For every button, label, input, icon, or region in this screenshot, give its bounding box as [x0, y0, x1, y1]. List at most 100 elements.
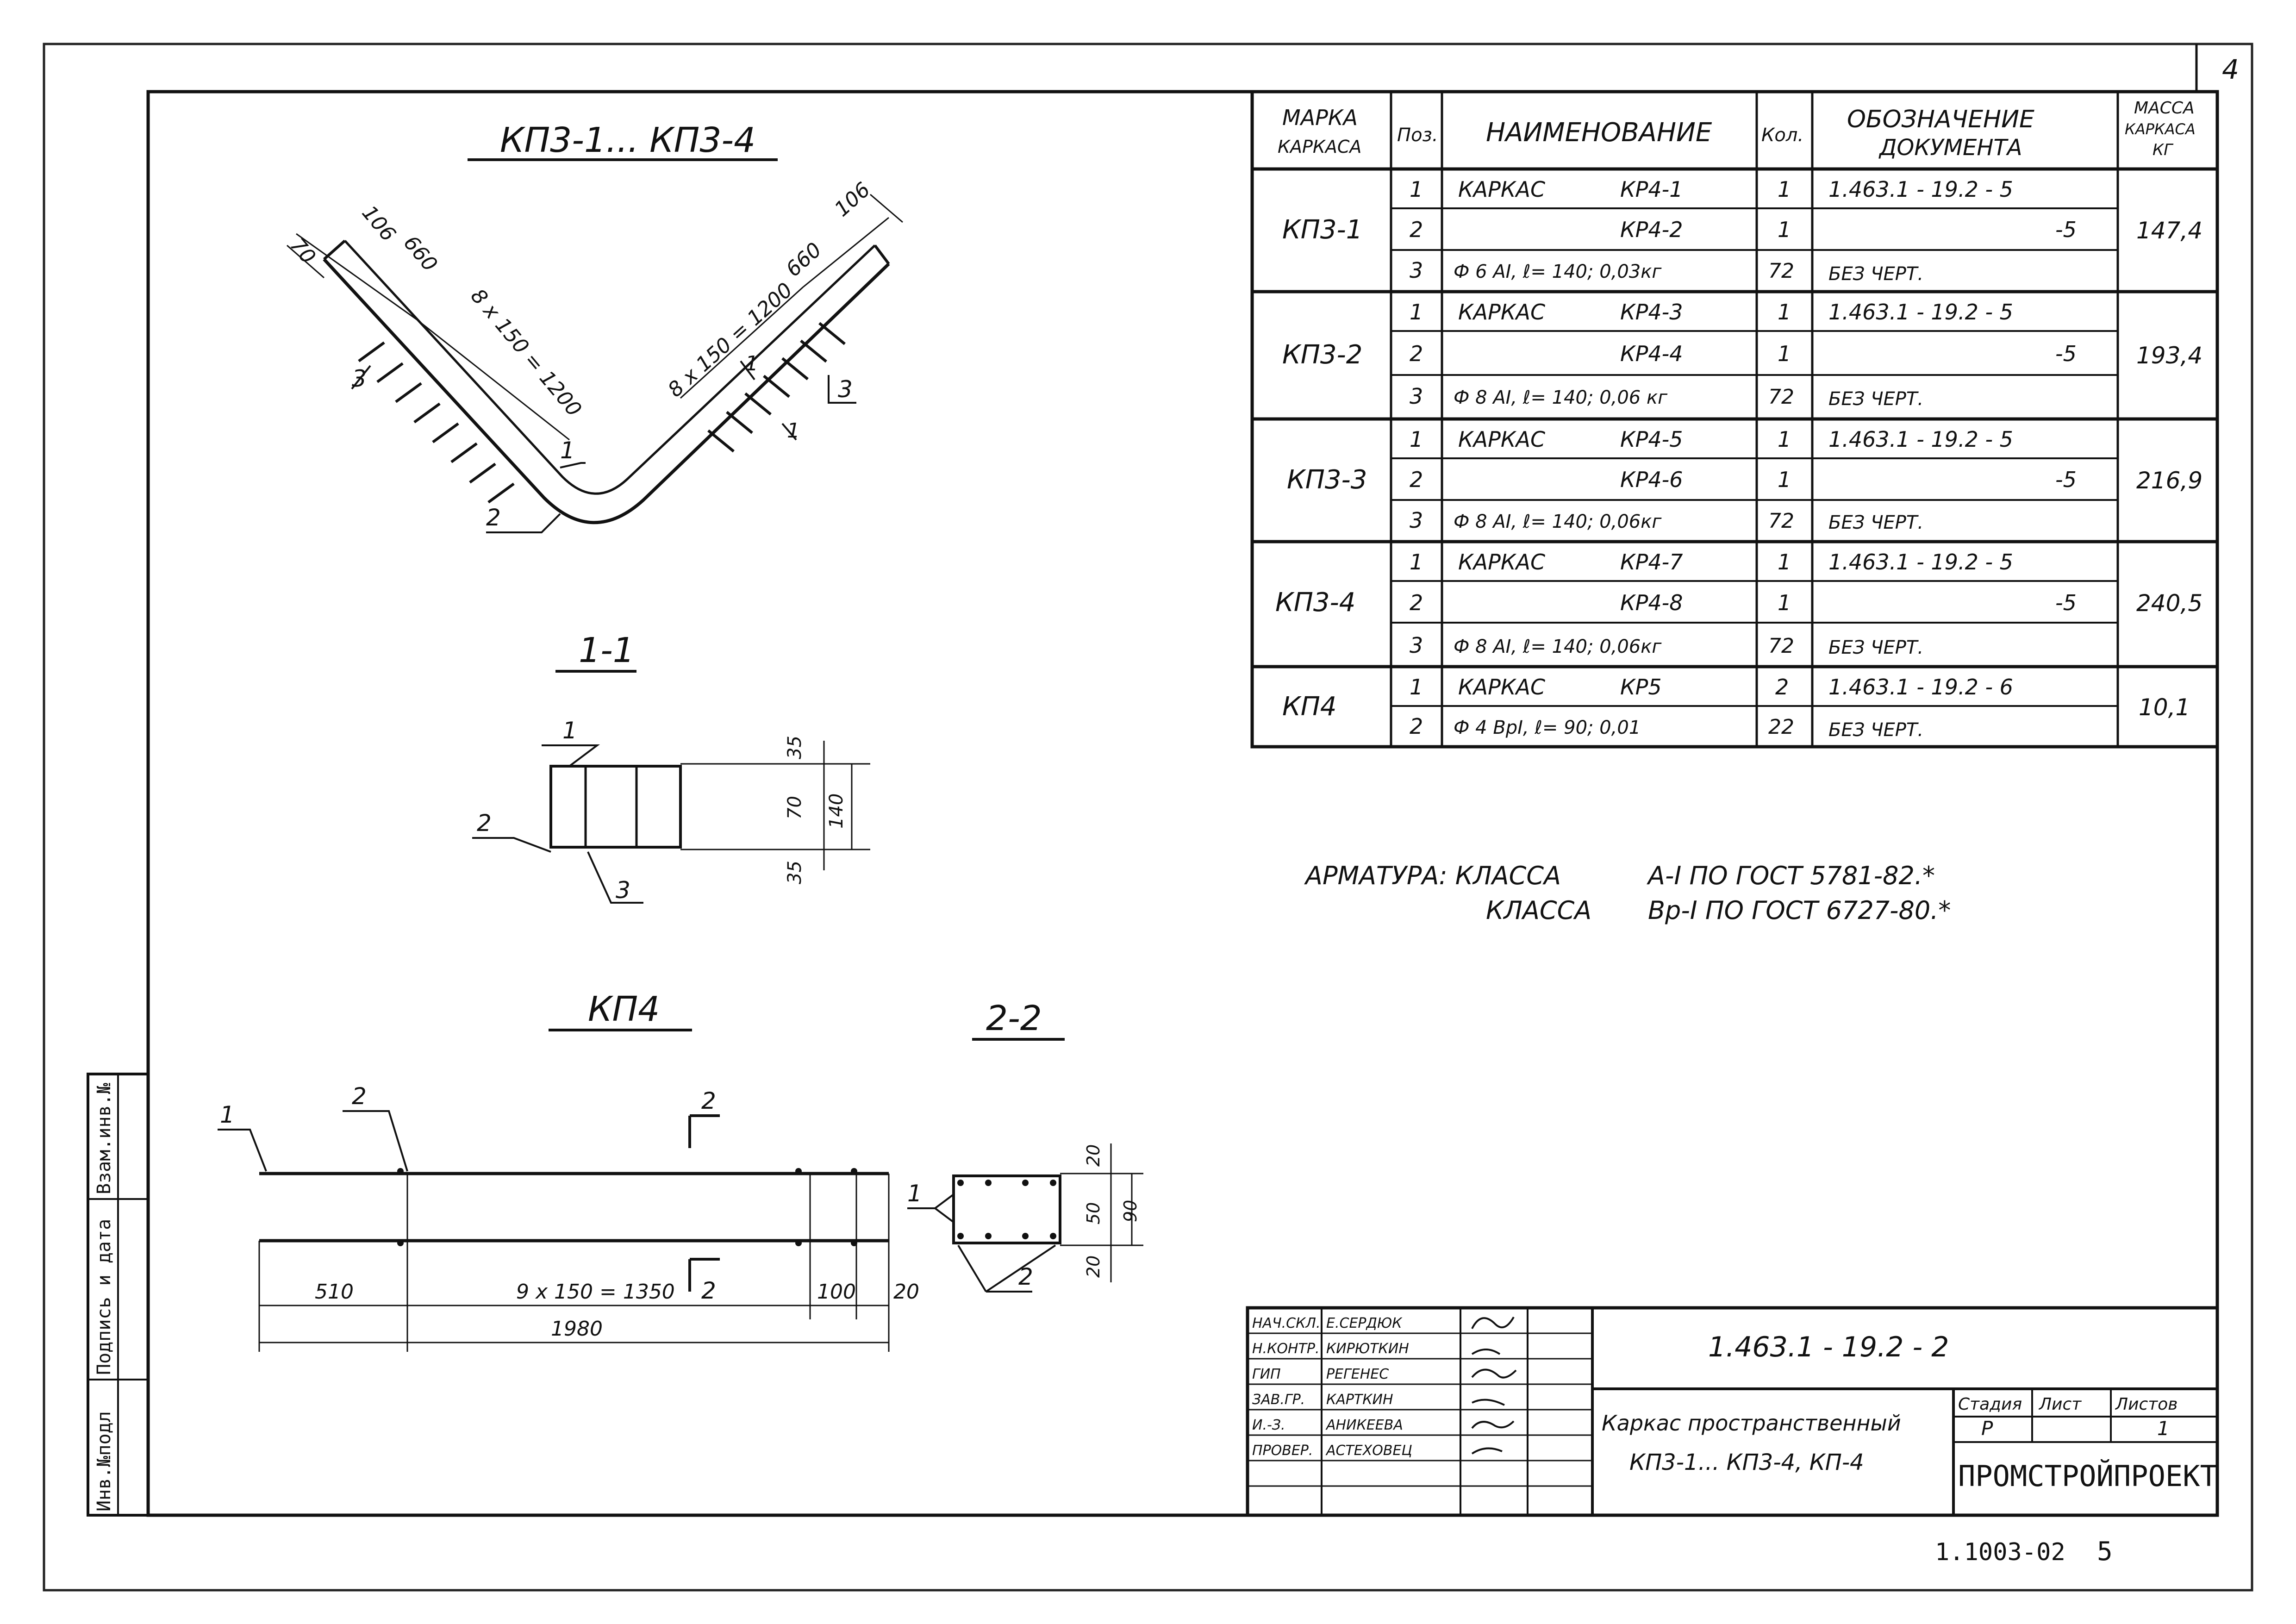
table-header-doc-2: ДОКУМЕНТА — [1878, 135, 2022, 161]
table-pos: 3 — [1410, 384, 1423, 409]
table-doc: БЕЗ ЧЕРТ. — [1828, 719, 1923, 741]
table-name-b: КР4-5 — [1620, 427, 1683, 452]
kp4-title: КП4 — [588, 989, 660, 1029]
kp4-section-mark-top: 2 — [701, 1087, 716, 1114]
table-name-b: КР4-1 — [1620, 177, 1683, 202]
table-name-b: КР4-2 — [1620, 217, 1683, 242]
table-qty: 2 — [1775, 675, 1789, 700]
title-line-1: Каркас пространственный — [1602, 1411, 1901, 1436]
table-group-mass: 193,4 — [2136, 342, 2202, 369]
note-line-2-b: Вр-I ПО ГОСТ 6727-80.* — [1648, 896, 1951, 925]
section-1-dim-70: 70 — [784, 796, 805, 819]
table-doc: 1.463.1 - 19.2 - 5 — [1828, 550, 2013, 575]
table-pos: 1 — [1410, 300, 1423, 325]
table-pos: 3 — [1410, 633, 1423, 658]
view-section-2: 2-2 — [907, 999, 1143, 1293]
table-header-mass-1: МАССА — [2134, 99, 2195, 118]
table-qty: 72 — [1768, 259, 1794, 283]
side-stamp-replace: Взам.инв.№ — [94, 1083, 115, 1194]
kp4-rod-dots — [397, 1168, 857, 1246]
table-name: КАРКАС — [1458, 427, 1545, 452]
person-name: АСТЕХОВЕЦ — [1325, 1443, 1412, 1459]
table-pos: 2 — [1410, 341, 1423, 366]
table-pos: 2 — [1410, 714, 1423, 739]
table-qty: 1 — [1778, 341, 1791, 366]
table-header-doc-1: ОБОЗНАЧЕНИЕ — [1847, 106, 2034, 133]
kp4-dim-510: 510 — [315, 1280, 354, 1304]
table-group-mass: 216,9 — [2136, 467, 2202, 494]
table-group-kp4: 1 КАРКАС КР5 2 1.463.1 - 19.2 - 6 2 Ф 4 … — [1410, 675, 2013, 741]
table-name-b: КР4-6 — [1620, 467, 1683, 492]
table-name: КАРКАС — [1458, 550, 1545, 575]
table-name-b: КР4-3 — [1620, 300, 1683, 325]
title-doc-code: 1.463.1 - 19.2 - 2 — [1708, 1331, 1949, 1363]
kp3-callout-3-right: 3 — [838, 376, 853, 403]
table-qty: 1 — [1778, 217, 1791, 242]
section-2-callout-1: 1 — [907, 1180, 922, 1207]
table-name-b: КР5 — [1620, 675, 1662, 700]
section-1-callout-3: 3 — [616, 877, 630, 904]
table-qty: 72 — [1768, 509, 1794, 533]
section-1-title: 1-1 — [579, 631, 635, 670]
person-name: КИРЮТКИН — [1326, 1341, 1409, 1357]
table-group-mark: КП4 — [1282, 692, 1337, 722]
side-stamp-inventory: Инв.№подл — [94, 1411, 115, 1512]
table-name: Ф 8 АI, ℓ= 140; 0,06кг — [1454, 511, 1662, 532]
section-2-dim-90: 90 — [1120, 1200, 1141, 1222]
kp4-dim-1980: 1980 — [551, 1317, 603, 1341]
section-1-callout-1: 1 — [562, 717, 577, 744]
section-2-title: 2-2 — [986, 999, 1042, 1038]
person-name: КАРТКИН — [1326, 1392, 1393, 1408]
inner-frame — [146, 90, 2219, 1517]
table-group-mark: КП3-4 — [1275, 587, 1355, 618]
table-group-mass: 240,5 — [2136, 590, 2202, 617]
section-2-dim-20-bottom: 20 — [1083, 1255, 1104, 1278]
kp3-dim-106-left: 106 — [357, 201, 400, 246]
table-doc: 1.463.1 - 19.2 - 6 — [1828, 675, 2013, 700]
table-name-b: КР4-4 — [1620, 341, 1683, 366]
kp4-dim-100: 100 — [817, 1280, 856, 1304]
title-stage: Р — [1981, 1417, 1993, 1440]
table-pos: 1 — [1410, 427, 1423, 452]
kp3-callout-1: 1 — [560, 437, 575, 464]
table-header-mark-1: МАРКА — [1282, 105, 1358, 130]
kp4-dim-9x150: 9 x 150 = 1350 — [516, 1280, 675, 1304]
sheet-number: 4 — [2222, 54, 2239, 85]
table-name: Ф 6 АI, ℓ= 140; 0,03кг — [1454, 261, 1662, 282]
note-line-2-a: КЛАССА — [1486, 896, 1591, 925]
side-stamp-signature: Подпись и дата — [94, 1219, 115, 1375]
table-name: КАРКАС — [1458, 300, 1545, 325]
table-pos: 1 — [1410, 177, 1423, 202]
table-doc: -5 — [2055, 590, 2077, 615]
table-group-kp3-2: 1 КАРКАС КР4-3 1 1.463.1 - 19.2 - 5 2 КР… — [1410, 300, 2077, 410]
table-doc: 1.463.1 - 19.2 - 5 — [1828, 300, 2013, 325]
view-kp3-title: КП3-1... КП3-4 — [500, 120, 755, 160]
title-sheets: 1 — [2157, 1417, 2170, 1440]
kp3-dim-8x150-left: 8 x 150 = 1200 — [466, 284, 586, 421]
title-line-2: КП3-1... КП3-4, КП-4 — [1629, 1449, 1864, 1475]
table-doc: БЕЗ ЧЕРТ. — [1828, 263, 1923, 285]
kp3-dim-660-left: 660 — [399, 231, 442, 276]
kp3-callout-2: 2 — [486, 504, 501, 531]
title-stage-label: Стадия — [1958, 1395, 2022, 1414]
view-kp4: КП4 — [218, 989, 890, 1352]
table-group-mark: КП3-2 — [1282, 340, 1362, 370]
table-qty: 1 — [1778, 300, 1791, 325]
table-qty: 1 — [1778, 550, 1791, 575]
side-stamp: Взам.инв.№ Подпись и дата Инв.№подл — [87, 1073, 150, 1517]
table-name: Ф 8 АI, ℓ= 140; 0,06кг — [1454, 636, 1662, 657]
view-kp3: КП3-1... КП3-4 — [287, 120, 903, 525]
table-name-b: КР4-8 — [1620, 590, 1683, 615]
table-pos: 3 — [1410, 508, 1423, 533]
table-doc: -5 — [2055, 467, 2077, 492]
table-pos: 1 — [1410, 675, 1423, 700]
table-pos: 3 — [1410, 258, 1423, 283]
section-1-dim-35-top: 35 — [784, 736, 805, 759]
note-line-1-a: АРМАТУРА: КЛАССА — [1304, 861, 1561, 890]
kp4-section-mark-bottom: 2 — [701, 1277, 716, 1304]
title-block — [1246, 1306, 2219, 1517]
kp4-callout-2: 2 — [352, 1083, 367, 1110]
person-name: АНИКЕЕВА — [1325, 1417, 1403, 1433]
kp3-callout-3-left: 3 — [352, 365, 367, 392]
